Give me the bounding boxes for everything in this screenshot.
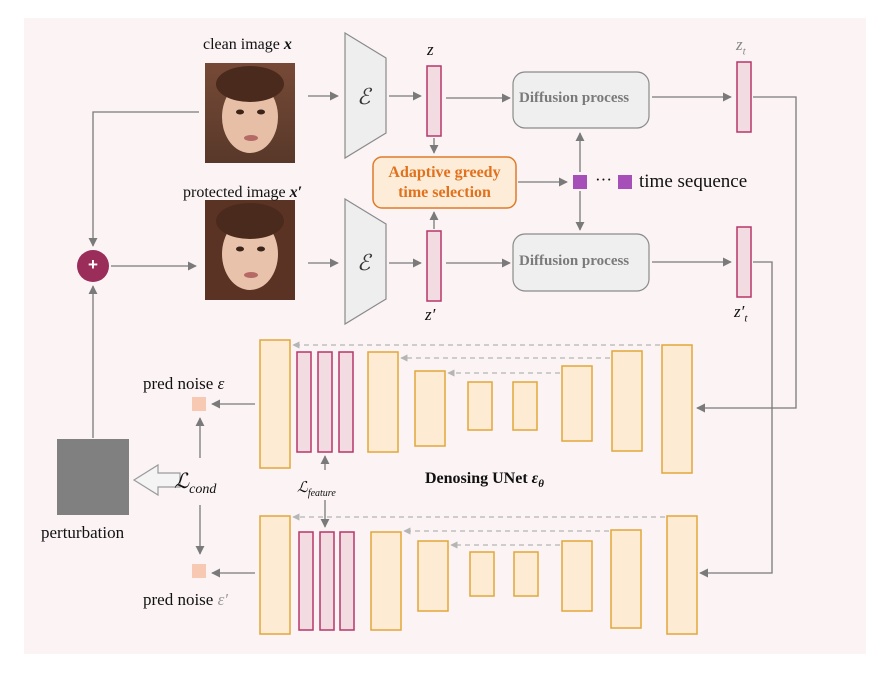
loss-cond-label: ℒcond bbox=[174, 469, 217, 498]
diffusion-process-bottom-box bbox=[512, 233, 650, 292]
plus-sign: + bbox=[88, 255, 98, 274]
skip-connections-top bbox=[292, 341, 660, 377]
unet-top bbox=[259, 339, 693, 474]
diffusion-process-top-box bbox=[512, 71, 650, 129]
z-prime-label: z′ bbox=[425, 305, 436, 324]
latent-z-t bbox=[736, 61, 752, 133]
clean-image-label: clean image x bbox=[203, 36, 292, 53]
z-prime-t-label: z′t bbox=[734, 302, 748, 325]
pred-noise-top-square bbox=[192, 397, 206, 411]
latent-z bbox=[426, 65, 442, 137]
z-t-label: zt bbox=[736, 35, 746, 58]
time-ellipsis: ··· bbox=[595, 170, 612, 189]
plus-operator bbox=[77, 250, 109, 282]
encoder-bottom bbox=[344, 197, 387, 326]
pred-noise-top-label: pred noise ε bbox=[143, 374, 225, 393]
encoder-bottom-label: ℰ bbox=[357, 250, 371, 275]
loss-feature-label: ℒfeature bbox=[297, 480, 336, 499]
latent-z-prime-t bbox=[736, 226, 752, 298]
time-square-2 bbox=[618, 175, 632, 189]
time-sequence-label: time sequence bbox=[639, 171, 748, 192]
skip-connections-bottom bbox=[292, 513, 665, 549]
unet-label: Denosing UNet εθ bbox=[425, 470, 544, 491]
encoder-top-label: ℰ bbox=[357, 84, 371, 109]
z-label: z bbox=[427, 40, 434, 59]
diffusion-process-bottom-label: Diffusion process bbox=[519, 253, 630, 269]
clean-image-photo bbox=[205, 63, 295, 163]
time-square-1 bbox=[573, 175, 587, 189]
diffusion-process-top-label: Diffusion process bbox=[519, 90, 630, 106]
unet-bottom bbox=[259, 515, 698, 635]
encoder-top bbox=[344, 31, 387, 160]
flow-arrows bbox=[88, 91, 797, 578]
perturbation-square bbox=[57, 439, 129, 515]
pred-noise-bottom-square bbox=[192, 564, 206, 578]
gradient-arrow bbox=[132, 463, 181, 497]
latent-z-prime bbox=[426, 230, 442, 302]
perturbation-label: perturbation bbox=[41, 523, 125, 542]
protected-image-label: protected image x′ bbox=[183, 184, 303, 201]
adaptive-greedy-box bbox=[372, 156, 517, 209]
protected-image-photo bbox=[205, 200, 295, 300]
pred-noise-bottom-label: pred noise ε′ bbox=[143, 590, 229, 609]
adaptive-greedy-label: Adaptive greedy time selection bbox=[388, 164, 501, 201]
